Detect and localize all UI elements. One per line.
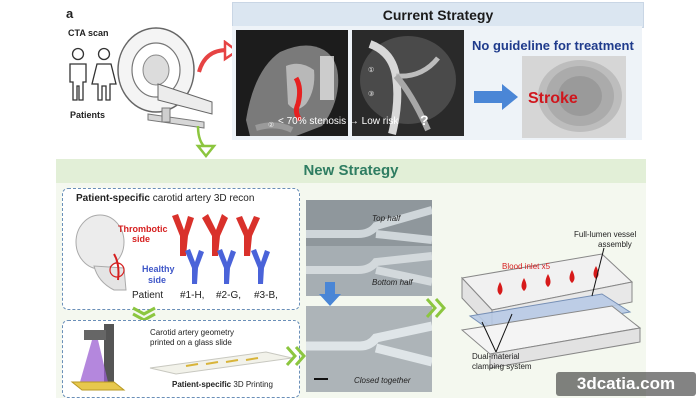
closed-together-label: Closed together [354, 376, 411, 385]
stenosis-note: < 70% stenosis → Low risk [278, 116, 399, 127]
red-curved-arrow-icon [197, 40, 239, 73]
question-mark: ? [420, 112, 429, 128]
dual-material-label-2: clamping system [472, 362, 532, 371]
thrombotic-side-label: side [132, 234, 151, 244]
ct-scan-image-sagittal [236, 30, 348, 136]
blue-down-arrow-icon [319, 282, 341, 306]
cta-scan-label: CTA scan [68, 28, 109, 38]
new-strategy-header: New Strategy [56, 159, 646, 183]
stroke-text: Stroke [528, 90, 578, 107]
halves-microscope-image [306, 200, 432, 296]
top-half-label: Top half [372, 214, 401, 223]
bottom-half-label: Bottom half [372, 278, 413, 287]
closed-microscope-image [306, 306, 432, 392]
ct-scan-image-vessel [352, 30, 464, 136]
patient-row-label: Patient [132, 290, 164, 301]
ct-marker-1: ① [368, 67, 375, 74]
thrombotic-carotid-models [172, 214, 260, 256]
healthy-side-label: side [148, 275, 167, 285]
thrombotic-label: Thrombotic [118, 224, 168, 234]
patient-1-label: #1-H, [180, 290, 205, 301]
printing-title: Patient-specific 3D Printing [172, 380, 273, 389]
no-guideline-text: No guideline for treatment [472, 38, 634, 53]
patient-2-label: #2-G, [216, 290, 242, 301]
recon-title-rest: carotid artery 3D recon [149, 193, 255, 204]
green-right-chevron-icon-1 [285, 346, 307, 366]
blood-inlet-label: Blood inlet x5 [502, 262, 551, 271]
ct-scanner-icon [117, 27, 213, 129]
printing-title-bold: Patient-specific [172, 380, 232, 389]
ct-marker-2: ② [268, 122, 275, 129]
blue-right-arrow-icon [474, 84, 518, 110]
full-lumen-label-2: assembly [598, 240, 632, 249]
printing-title-rest: 3D Printing [231, 380, 273, 389]
3d-printer-icon [70, 324, 126, 391]
healthy-label: Healthy [142, 264, 175, 274]
healthy-carotid-models [185, 249, 270, 284]
green-down-arrow-icon [195, 125, 217, 158]
patient-3-label: #3-B, [254, 290, 278, 301]
recon-title-bold: Patient-specific [76, 193, 150, 204]
clamping-assembly-image [460, 247, 642, 369]
patients-label: Patients [70, 110, 106, 120]
geometry-note-1: Carotid artery geometry [150, 328, 235, 337]
glass-slide-image [149, 351, 293, 375]
full-lumen-label-1: Full-lumen vessel [574, 230, 637, 239]
watermark: 3dcatia.com [556, 372, 696, 396]
dual-material-label-1: Dual-material [472, 352, 520, 361]
stroke-brain-image [522, 56, 626, 138]
ct-marker-3: ③ [368, 91, 375, 98]
current-strategy-header: Current Strategy [232, 2, 644, 28]
patients-icon [69, 47, 117, 101]
patient-head-icon [75, 214, 127, 291]
recon-title: Patient-specific carotid artery 3D recon [76, 193, 254, 204]
green-right-chevron-icon-2 [425, 298, 447, 318]
panel-a-label: a [66, 6, 74, 21]
geometry-note-2: printed on a glass slide [150, 338, 232, 347]
